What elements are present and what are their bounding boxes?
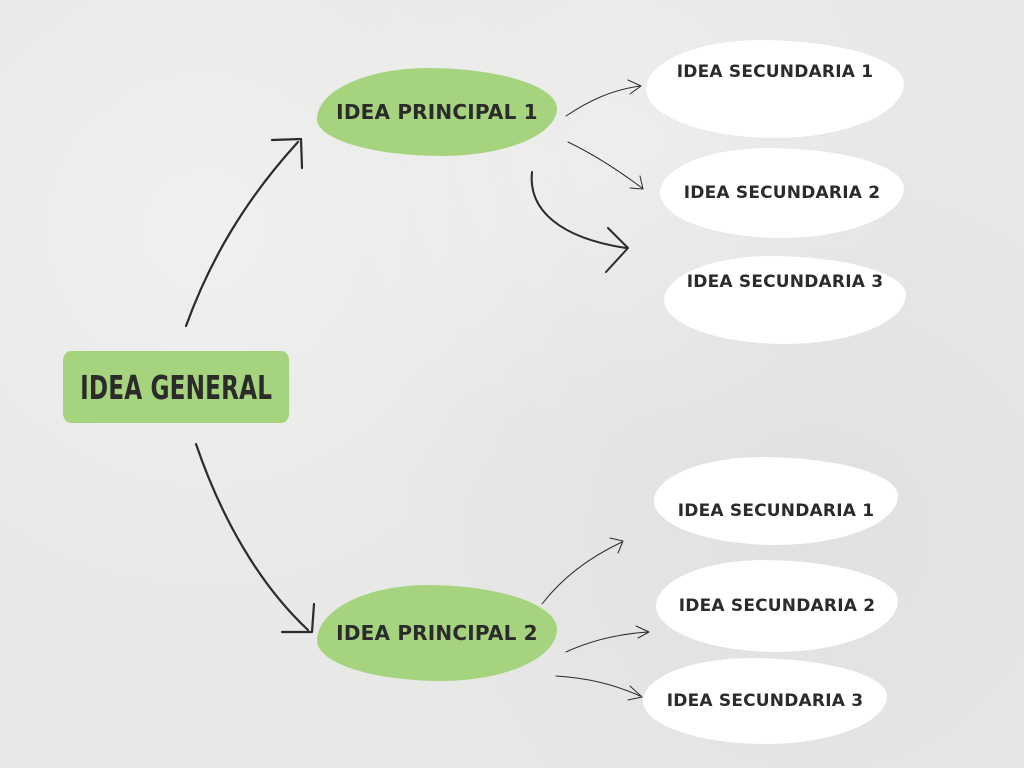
arrow-p2-to-s3-head: [627, 685, 643, 701]
arrow-p1-to-s3: [530, 171, 627, 249]
arrow-p1-to-s1: [565, 85, 641, 117]
idea-secundaria-p1-2-label: IDEA SECUNDARIA 2: [683, 183, 881, 203]
arrow-p1-to-s2-head: [629, 175, 644, 190]
arrow-p2-to-s1-head: [609, 537, 624, 554]
idea-secundaria-p1-1-node: IDEA SECUNDARIA 1: [646, 40, 904, 138]
idea-general-node: IDEA GENERAL: [63, 351, 290, 423]
idea-secundaria-p1-3-node: IDEA SECUNDARIA 3: [664, 256, 906, 344]
arrow-p1-to-s3-head: [605, 227, 629, 273]
idea-principal-1-node: IDEA PRINCIPAL 1: [317, 68, 557, 156]
arrow-p2-to-s1: [541, 541, 623, 605]
arrow-general-to-principal-1-head: [270, 137, 304, 170]
arrow-general-to-principal-1: [184, 140, 300, 328]
arrow-general-to-principal-2-head: [280, 602, 316, 634]
idea-general-label: IDEA GENERAL: [80, 367, 273, 407]
idea-secundaria-p2-1-label: IDEA SECUNDARIA 1: [677, 501, 875, 521]
idea-secundaria-p1-1-label: IDEA SECUNDARIA 1: [676, 62, 874, 82]
arrow-p1-to-s2: [567, 141, 643, 189]
idea-secundaria-p2-3-label: IDEA SECUNDARIA 3: [666, 691, 864, 711]
idea-principal-2-node: IDEA PRINCIPAL 2: [317, 585, 557, 681]
arrow-p2-to-s2: [565, 631, 649, 653]
idea-principal-2-label: IDEA PRINCIPAL 2: [336, 621, 538, 645]
arrow-general-to-principal-2: [194, 442, 310, 632]
idea-secundaria-p2-1-node: IDEA SECUNDARIA 1: [654, 457, 898, 545]
arrow-p1-to-s1-head: [627, 79, 642, 95]
arrow-p2-to-s2-head: [635, 625, 650, 639]
idea-secundaria-p1-3-label: IDEA SECUNDARIA 3: [686, 272, 884, 292]
idea-principal-1-label: IDEA PRINCIPAL 1: [336, 100, 538, 124]
idea-secundaria-p2-2-label: IDEA SECUNDARIA 2: [678, 596, 876, 616]
idea-secundaria-p2-2-node: IDEA SECUNDARIA 2: [656, 560, 898, 652]
idea-secundaria-p1-2-node: IDEA SECUNDARIA 2: [660, 148, 904, 238]
idea-secundaria-p2-3-node: IDEA SECUNDARIA 3: [643, 658, 887, 744]
arrow-p2-to-s3: [555, 675, 641, 697]
